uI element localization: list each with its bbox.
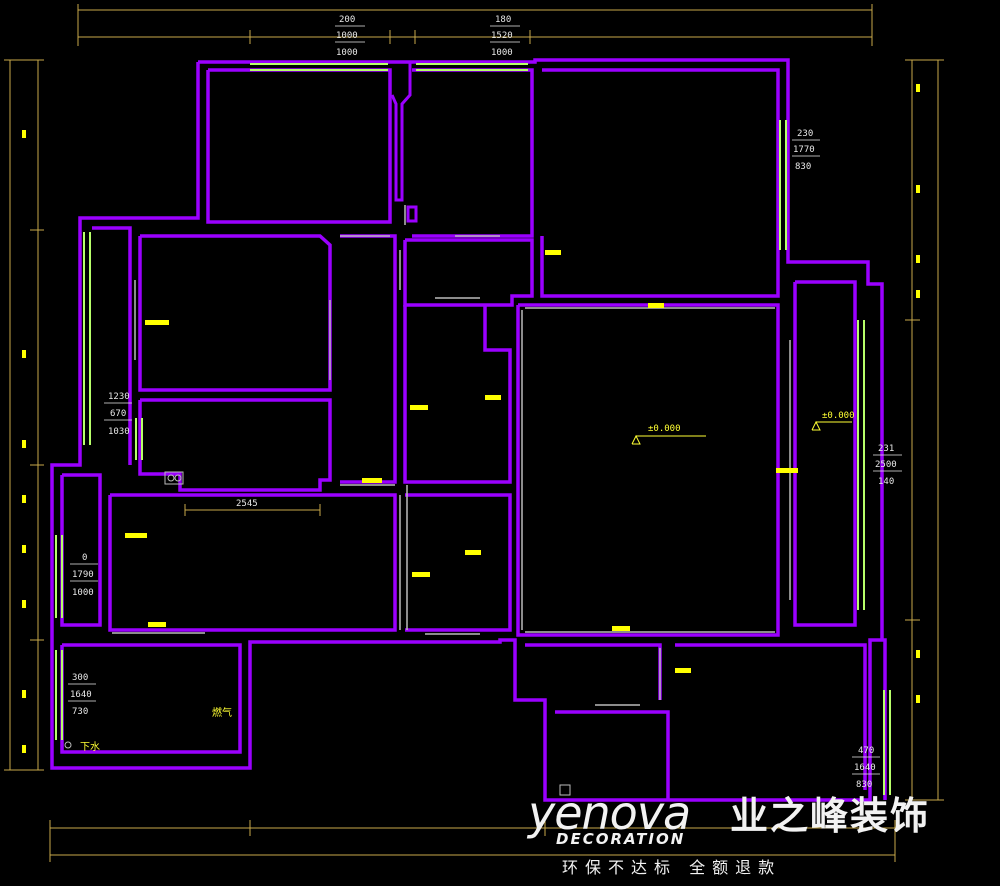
label-left-lower: 0 1790 1000 <box>70 553 98 598</box>
label-left-mid: 1230 670 1030 <box>104 392 132 437</box>
room-tags <box>22 84 920 753</box>
label-bottom-right-3: 830 <box>856 780 872 790</box>
level-balcony-text: ±0.000 <box>822 411 855 421</box>
label-left-mid-1: 1230 <box>108 392 130 402</box>
label-bottom-left-3: 730 <box>72 707 88 717</box>
label-gas: 燃气 <box>212 706 232 719</box>
label-top-left-2: 1000 <box>336 31 358 41</box>
label-left-lower-2: 1790 <box>72 570 94 580</box>
brand-slogan: 环保不达标 全额退款 <box>562 858 782 877</box>
brand-name-zh: 业之峰装饰 <box>730 794 931 838</box>
label-corridor: 2545 <box>236 499 258 509</box>
label-right-upper-2: 1770 <box>793 145 815 155</box>
level-living-text: ±0.000 <box>648 424 681 434</box>
label-bottom-right-1: 470 <box>858 746 874 756</box>
brand-name-sub: DECORATION <box>556 830 686 848</box>
label-right-mid-3: 140 <box>878 477 894 487</box>
label-top-right-2: 1520 <box>491 31 513 41</box>
pillar <box>390 60 418 223</box>
label-bottom-left: 300 1640 730 <box>68 673 96 717</box>
brand-name-en: yenova <box>528 786 691 840</box>
label-right-upper-1: 230 <box>797 129 813 139</box>
windows <box>55 63 891 795</box>
walls <box>50 58 887 802</box>
label-bottom-left-1: 300 <box>72 673 88 683</box>
label-bottom-right-2: 1640 <box>854 763 876 773</box>
label-top-right-1: 180 <box>495 15 511 25</box>
label-bottom-right: 470 1640 830 <box>852 746 880 790</box>
label-left-mid-2: 670 <box>110 409 126 419</box>
label-drain: 下水 <box>80 741 100 753</box>
label-right-mid-2: 2500 <box>875 460 897 470</box>
label-top-right-3: 1000 <box>491 48 513 58</box>
label-right-mid-1: 231 <box>878 444 894 454</box>
brand-watermark: yenova DECORATION 业之峰装饰 环保不达标 全额退款 <box>520 790 990 880</box>
label-right-upper-3: 830 <box>795 162 811 172</box>
label-right-mid: 231 2500 140 <box>873 444 902 487</box>
label-left-lower-3: 1000 <box>72 588 94 598</box>
label-left-lower-1: 0 <box>82 553 87 563</box>
fixtures <box>64 471 571 796</box>
label-top-right: 180 1520 1000 <box>490 15 520 58</box>
label-top-left: 200 1000 1000 <box>335 15 365 58</box>
label-right-upper: 230 1770 830 <box>792 129 820 172</box>
level-marker-living: ±0.000 <box>631 424 706 445</box>
level-marker-balcony: ±0.000 <box>811 411 855 431</box>
dimension-lines <box>4 4 944 862</box>
label-bottom-left-2: 1640 <box>70 690 92 700</box>
label-left-mid-3: 1030 <box>108 427 130 437</box>
label-top-left-1: 200 <box>339 15 355 25</box>
label-top-left-3: 1000 <box>336 48 358 58</box>
